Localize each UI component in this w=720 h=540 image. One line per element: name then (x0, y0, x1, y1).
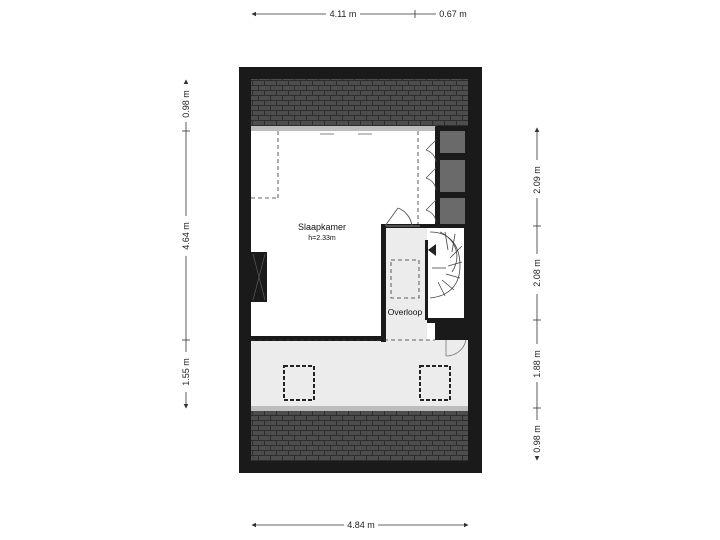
dim-right-1: 2.09 m (532, 166, 542, 194)
dim-top-secondary: 0.67 m (439, 9, 467, 19)
dim-bottom: 4.84 m (347, 520, 375, 530)
wall-stair-left (425, 240, 428, 320)
skylight-2 (419, 365, 451, 401)
bedroom-label: Slaapkamer (298, 222, 346, 232)
stair-area (427, 228, 468, 320)
stair-direction-arrow (428, 244, 436, 256)
skylight-1 (283, 365, 315, 401)
cupboard-door-2 (425, 167, 437, 191)
lower-floor (251, 340, 468, 406)
top-strip (251, 126, 435, 131)
dashed-lines (251, 131, 435, 341)
cupboard-3-inner (440, 198, 465, 224)
dim-right-2: 2.08 m (532, 259, 542, 287)
landing-label: Overloop (388, 307, 423, 317)
bottom-strip (251, 406, 468, 411)
dim-left-lower: 1.55 m (181, 358, 191, 386)
wall-landing-left (381, 224, 386, 342)
cupboard-door-3 (425, 199, 437, 223)
left-window-detail (252, 253, 266, 301)
roof-tiles-top (251, 79, 468, 127)
bedroom-door (384, 207, 413, 227)
dim-left-middle: 4.64 m (181, 222, 191, 250)
cupboard-door-1 (425, 139, 437, 163)
landing-floor (385, 228, 427, 340)
dim-right-4: 0.98 m (532, 425, 542, 453)
dim-right-3: 1.88 m (532, 350, 542, 378)
wall-stair-right (464, 226, 468, 321)
dim-left-upper: 0.98 m (181, 90, 191, 118)
lower-door (445, 339, 467, 357)
wall-bedroom-bottom (251, 336, 385, 341)
dim-top-main: 4.11 m (330, 9, 357, 19)
bedroom-height: h=2.33m (308, 235, 336, 242)
cupboard-1-inner (440, 131, 465, 153)
staircase (429, 231, 463, 299)
cupboard-2-inner (440, 160, 465, 192)
roof-tiles-bottom (251, 410, 468, 461)
wall-stair-bottom (427, 318, 468, 323)
